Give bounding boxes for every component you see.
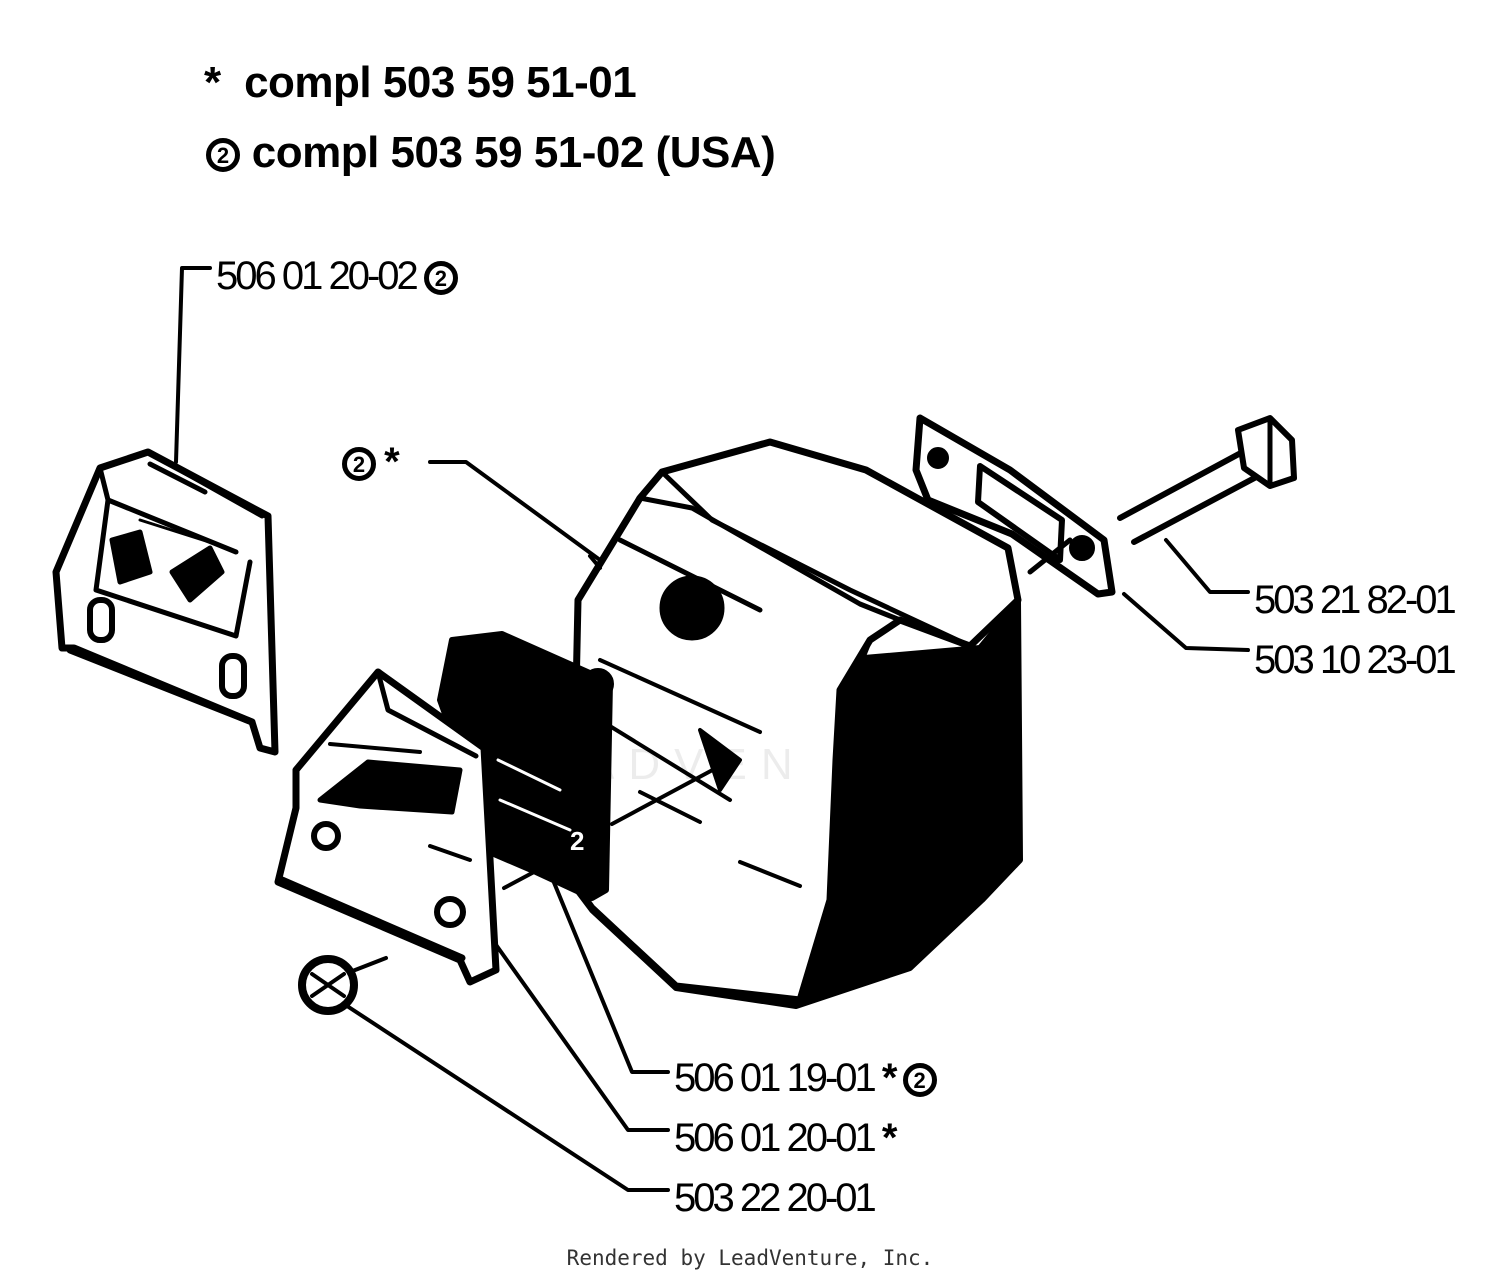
- part-number: 506 01 20-01: [674, 1116, 877, 1160]
- muffler-marker: 2 *: [342, 440, 400, 484]
- callout-503-10-23-01: 503 10 23-01: [1254, 638, 1457, 682]
- asterisk-mark: *: [881, 1116, 897, 1160]
- leader-503-21-82-01: [1164, 538, 1250, 594]
- header-line-1: * compl 503 59 51-01: [204, 58, 637, 108]
- circled-2-icon: 2: [902, 1063, 937, 1098]
- header-line-2-text: compl 503 59 51-02 (USA): [251, 128, 776, 177]
- leader-506-01-20-01: [492, 940, 670, 1132]
- circled-2-icon: 2: [342, 447, 376, 482]
- callout-506-01-20-02: 506 01 20-02 2: [216, 256, 458, 296]
- nut: [298, 955, 388, 1015]
- exhaust-flange: [912, 414, 1116, 598]
- circled-2-icon: 2: [206, 138, 240, 173]
- muffler-body: [553, 438, 1023, 1009]
- circled-2-icon: 2: [423, 261, 458, 296]
- leader-muffler: [428, 460, 602, 562]
- header-line-2: 2 compl 503 59 51-02 (USA): [206, 128, 776, 178]
- asterisk-mark: *: [881, 1056, 897, 1100]
- leader-506-01-20-02: [174, 266, 212, 464]
- part-number: 506 01 20-02: [216, 254, 419, 298]
- front-heat-shield: [274, 668, 500, 986]
- footer-credit: Rendered by LeadVenture, Inc.: [566, 1246, 934, 1270]
- callout-506-01-19-01: 506 01 19-01 * 2: [674, 1058, 937, 1098]
- callout-503-21-82-01: 503 21 82-01: [1254, 578, 1457, 622]
- left-heat-shield: [52, 448, 279, 756]
- part-number: 503 21 82-01: [1254, 578, 1457, 622]
- leader-506-01-19-01: [546, 866, 670, 1074]
- asterisk-mark: *: [384, 440, 399, 484]
- part-number: 503 22 20-01: [674, 1176, 877, 1220]
- long-bolt: [1117, 415, 1297, 545]
- watermark: ADVEN: [585, 740, 807, 789]
- leader-503-22-20-01: [342, 1002, 670, 1192]
- part-number: 503 10 23-01: [1254, 638, 1457, 682]
- callout-503-22-20-01: 503 22 20-01: [674, 1176, 877, 1220]
- header-line-1-text: compl 503 59 51-01: [244, 58, 637, 107]
- gasket-plate-number: 2: [570, 826, 585, 856]
- part-number: 506 01 19-01: [674, 1056, 877, 1100]
- leader-503-10-23-01: [1122, 592, 1250, 652]
- callout-506-01-20-01: 506 01 20-01 *: [674, 1116, 897, 1160]
- header-line-1-symbol: *: [204, 58, 221, 107]
